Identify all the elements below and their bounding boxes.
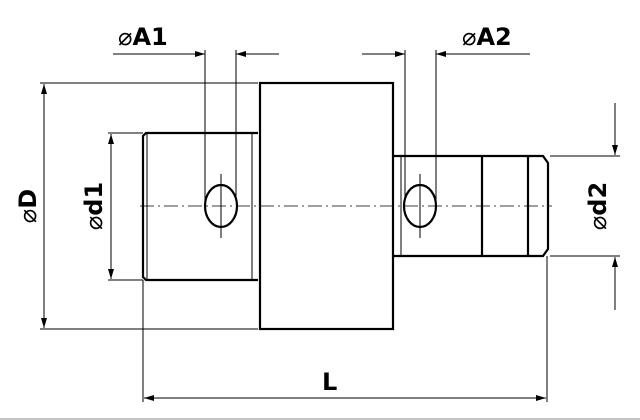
label-A2: ⌀A2 xyxy=(462,23,512,51)
dimension-A1 xyxy=(113,50,279,200)
label-d2: ⌀d2 xyxy=(584,182,612,230)
label-d1: ⌀d1 xyxy=(80,182,108,230)
right-shank xyxy=(393,154,550,258)
dimension-L xyxy=(142,256,548,402)
main-body xyxy=(258,81,395,331)
label-A1: ⌀A1 xyxy=(118,23,168,51)
dimension-d2 xyxy=(550,103,620,310)
left-shank xyxy=(141,131,258,282)
dimension-D xyxy=(40,82,258,330)
label-L: L xyxy=(322,368,337,396)
dimension-A2 xyxy=(362,50,530,200)
label-D: ⌀D xyxy=(14,189,42,223)
dimension-d1 xyxy=(108,132,143,281)
